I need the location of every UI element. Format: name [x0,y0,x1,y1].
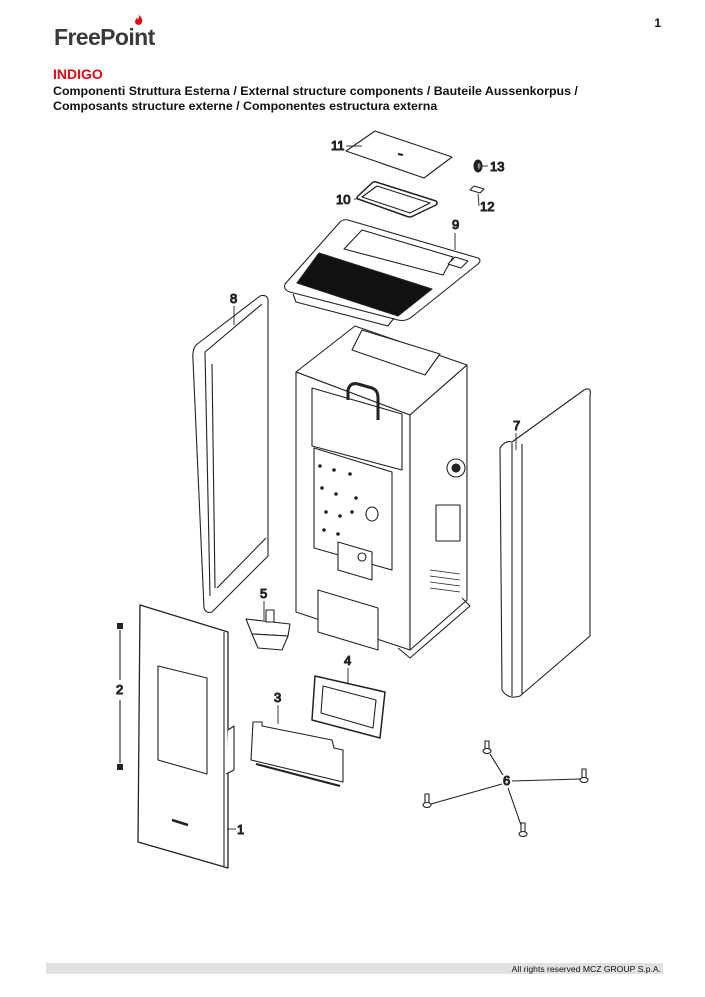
part-6-adjustable-feet [422,740,589,838]
page-subtitle: Componenti Struttura Esterna / External … [53,84,578,113]
part-11-hopper-lid [345,130,453,179]
part-4-frame-gasket [311,675,386,739]
callout-1: 1 [237,822,244,837]
page-title: INDIGO [53,66,103,82]
air-holes [318,464,358,536]
page-number: 1 [654,16,661,30]
leader-lines [227,145,517,830]
callout-4: 4 [344,653,351,668]
footer-bar [46,963,663,974]
callout-2: 2 [116,682,123,697]
callout-13: 13 [490,159,504,174]
callout-5: 5 [260,586,267,601]
part-13-knob [473,159,483,173]
callout-12: 12 [480,199,494,214]
brand-logo: FreePoint [54,14,155,51]
callout-7: 7 [513,418,520,433]
part-1-front-door [137,604,235,869]
part-2-hinge-pins [117,623,123,770]
part-9-top-panel [284,219,481,327]
part-8-left-side-panel [192,294,269,614]
part-7-right-side-panel [499,388,591,698]
callout-3: 3 [274,690,281,705]
callout-11: 11 [331,138,345,153]
callout-9: 9 [452,217,459,232]
wiring [429,569,461,593]
part-5-ash-drawer [245,609,291,651]
callout-10: 10 [336,192,350,207]
callouts: 11 10 13 12 9 8 7 5 4 3 2 6 1 [115,137,520,837]
part-3-lower-cover-plate [250,721,344,787]
callout-8: 8 [230,291,237,306]
brand-name: FreePoint [54,24,155,50]
central-stove-body [295,325,471,659]
footer-copyright: All rights reserved MCZ GROUP S.p.A. [511,964,661,974]
flame-icon [135,14,143,25]
callout-6: 6 [503,773,510,788]
part-12-bracket [469,185,485,194]
part-10-hopper-lid-frame [356,180,438,218]
